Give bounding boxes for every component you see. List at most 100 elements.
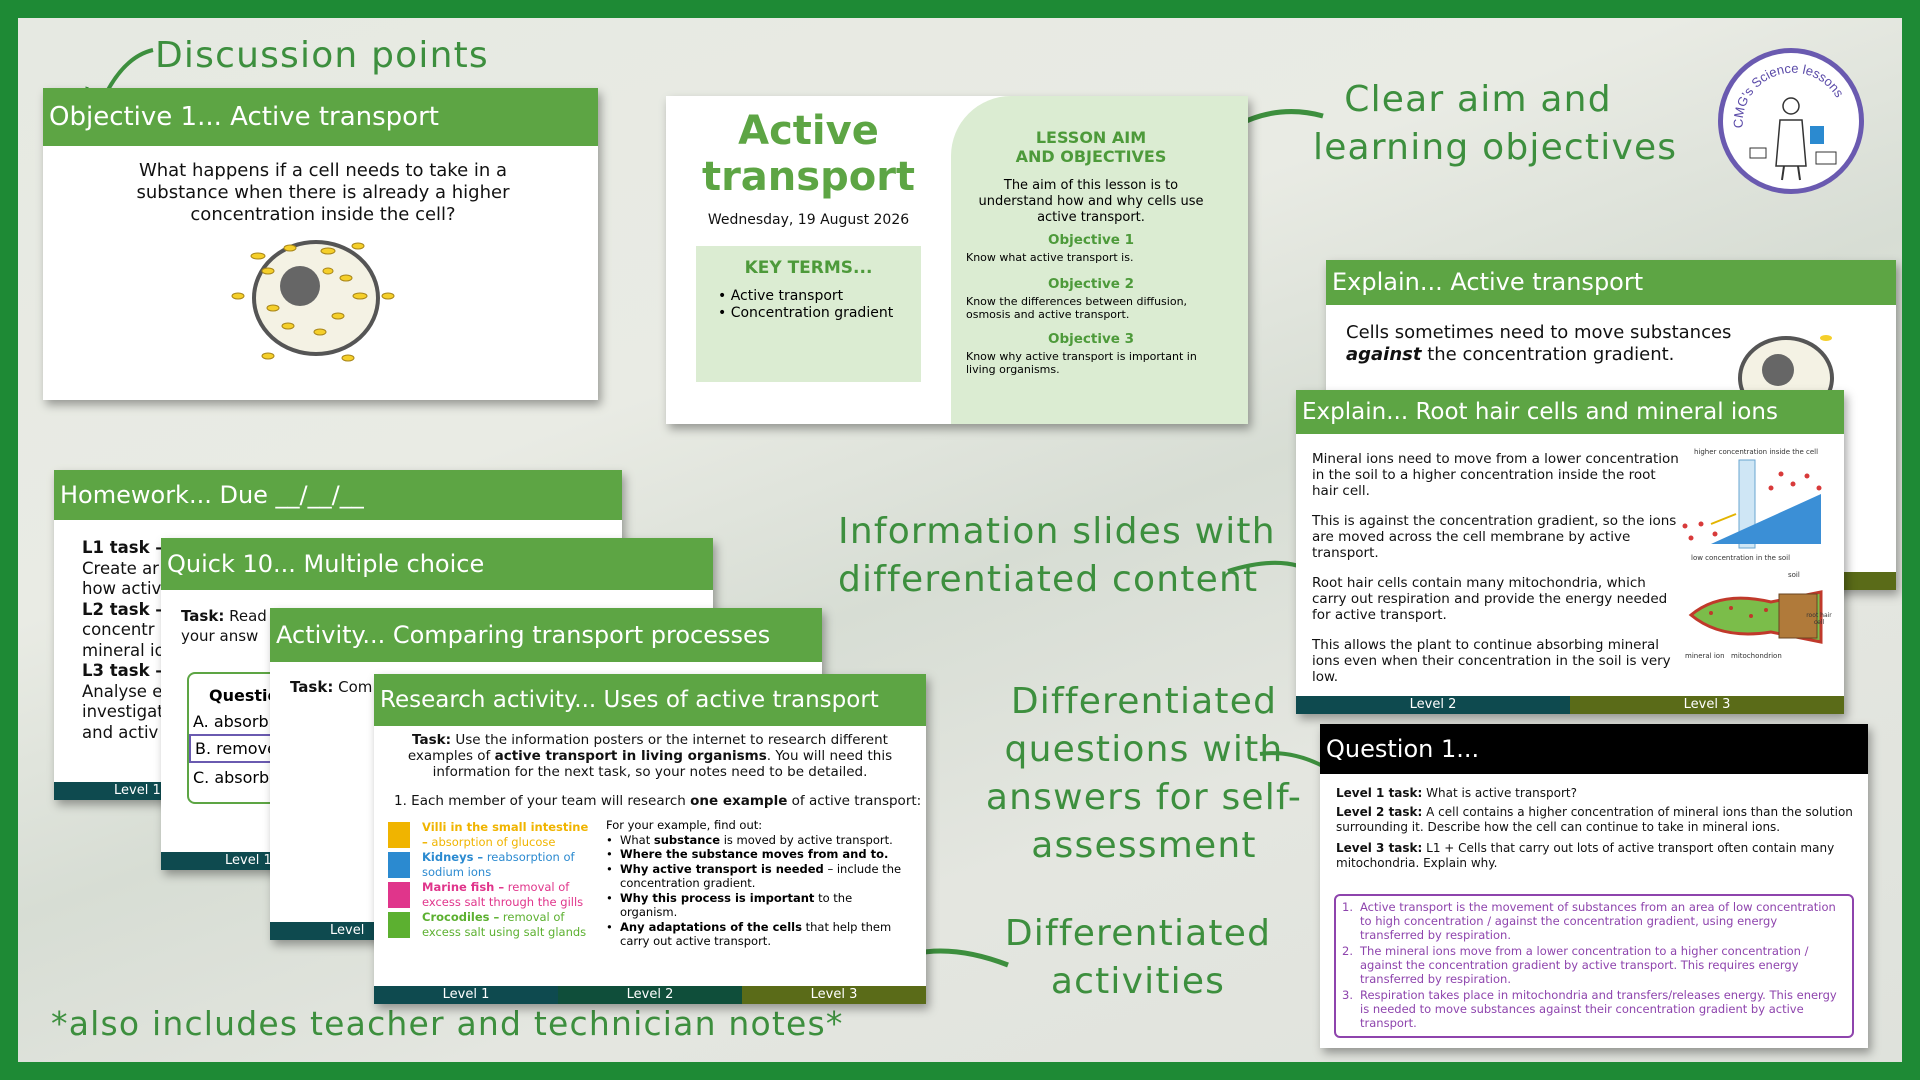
callout-discussion-points: Discussion points (155, 35, 489, 76)
research-task: Task: Use the information posters or the… (407, 732, 893, 780)
slide-question: Question 1... Level 1 task: What is acti… (1320, 724, 1868, 1048)
discussion-question: What happens if a cell needs to take in … (136, 160, 510, 225)
callout-information-slides: Information slides with differentiated co… (838, 508, 1275, 604)
question-tasks: Level 1 task: What is active transport? … (1336, 786, 1856, 871)
answer: 2.The mineral ions move from a lower con… (1342, 944, 1809, 986)
label-mito: mitochondrion (1731, 652, 1782, 660)
findout-item: •Why this process is important to the or… (606, 890, 853, 920)
findout-item: •What substance is moved by active trans… (606, 832, 893, 847)
question-level-2: Level 2 task: A cell contains a higher c… (1336, 805, 1853, 834)
paragraph: This is against the concentration gradie… (1312, 513, 1677, 561)
label-ion: mineral ion (1685, 652, 1725, 660)
callout-line: activities (1050, 961, 1226, 1002)
paragraph: Mineral ions need to move from a lower c… (1312, 451, 1679, 499)
slide-objective: Objective 1... Active transport What hap… (43, 88, 598, 400)
slide-title: Activity... Comparing transport processe… (270, 608, 822, 662)
key-terms-heading: KEY TERMS... (744, 258, 873, 278)
collage-background: Discussion points Clear aim and learning … (18, 18, 1902, 1062)
slide-root-hair: Explain... Root hair cells and mineral i… (1296, 390, 1844, 714)
findout-item: •Where the substance moves from and to. (606, 847, 889, 861)
answer: 1.Active transport is the movement of su… (1342, 900, 1836, 942)
research-instruction: 1. Each member of your team will researc… (394, 793, 922, 809)
root-hair-text: Mineral ions need to move from a lower c… (1312, 451, 1682, 685)
label-root: root hair cell (1806, 612, 1832, 626)
answer: 3.Respiration takes place in mitochondri… (1342, 988, 1837, 1030)
slide-title: Explain... Root hair cells and mineral i… (1296, 390, 1844, 434)
answers-box: 1.Active transport is the movement of su… (1334, 894, 1854, 1038)
findout-item: •Any adaptations of the cells that help … (606, 919, 892, 949)
option-a[interactable]: A. absorb (193, 712, 269, 731)
slide-title: Homework... Due __/__/__ (54, 470, 622, 520)
paragraph: This allows the plant to continue absorb… (1312, 637, 1671, 685)
question-level-3: Level 3 task: L1 + Cells that carry out … (1336, 841, 1835, 870)
level-2-bar: Level 2 (1296, 696, 1570, 714)
example-marine-fish: Marine fish – removal of excess salt thr… (422, 880, 584, 909)
callout-line: questions with (1004, 729, 1284, 770)
membrane-diagram (1682, 459, 1822, 549)
objective-text: Know why active transport is important i… (966, 350, 1197, 376)
objective-heading: Objective 3 (1047, 331, 1135, 347)
findout-item: •Why active transport is needed – includ… (606, 861, 902, 891)
scientist-icon: CMG's Science lessons (1731, 61, 1847, 181)
callout-line: Differentiated (1004, 913, 1272, 954)
slide-title: Question 1... (1320, 724, 1868, 774)
slide-title: Quick 10... Multiple choice (161, 538, 713, 590)
example-kidneys: Kidneys – reabsorption of sodium ions (422, 850, 575, 879)
question-level-1: Level 1 task: What is active transport? (1336, 786, 1577, 800)
callout-line: Clear aim and (1344, 79, 1612, 120)
key-terms-list: • Active transport • Concentration gradi… (718, 288, 921, 322)
paragraph: Root hair cells contain many mitochondri… (1312, 575, 1668, 623)
key-term: • Active transport (718, 288, 844, 304)
animal-cell-icon (231, 240, 395, 362)
key-term: • Concentration gradient (718, 305, 894, 321)
callout-line: Differentiated (1010, 681, 1278, 722)
callout-line: Information slides with (838, 511, 1276, 552)
question-card: Questio A. absorb B. remove C. absorb (187, 672, 357, 804)
callout-line: differentiated content (838, 559, 1259, 600)
example-crocodiles: Crocodiles – removal of excess salt usin… (422, 910, 587, 939)
objectives-list: Objective 1 Know what active transport i… (966, 232, 1216, 376)
callout-line: answers for self- (985, 777, 1303, 818)
slide-title: Objective 1... Active transport (43, 88, 598, 146)
footer-note: *also includes teacher and technician no… (51, 1004, 844, 1043)
level-2-bar: Level 2 (558, 986, 742, 1004)
activity-task: Task: Com (290, 678, 373, 696)
aim-panel (951, 96, 1248, 424)
example-villi: Villi in the small intestine – absorptio… (422, 820, 589, 849)
option-c[interactable]: C. absorb (193, 768, 270, 787)
question-heading: Questio (209, 686, 279, 705)
key-terms-box: KEY TERMS... • Active transport • Concen… (696, 246, 921, 382)
findout-list: For your example, find out: •What substa… (606, 818, 911, 949)
callout-line: learning objectives (1313, 127, 1678, 168)
slide-title: Explain... Active transport (1326, 260, 1896, 305)
label-low: low concentration in the soil (1691, 554, 1791, 562)
callout-clear-aim: Clear aim and learning objectives (1313, 76, 1676, 172)
heading-line: Active (738, 108, 879, 154)
level-3-bar: Level 3 (742, 986, 926, 1004)
label-high: higher concentration inside the cell (1693, 448, 1819, 456)
level-3-bar: Level 3 (1570, 696, 1844, 714)
slide-title: Research activity... Uses of active tran… (374, 674, 926, 726)
objective-heading: Objective 1 (1047, 232, 1135, 248)
root-hair-cell-diagram (1688, 590, 1823, 644)
cmg-logo: CMG's Science lessons (1718, 48, 1864, 194)
objective-heading: Objective 2 (1047, 276, 1135, 292)
aim-text: The aim of this lesson is to understand … (978, 178, 1204, 225)
lesson-date: Wednesday, 19 August 2026 (707, 212, 910, 228)
callout-line: assessment (1031, 825, 1257, 866)
objective-text: Know the differences between diffusion, … (966, 295, 1188, 321)
findout-heading: For your example, find out: (606, 818, 763, 832)
heading-line: transport (701, 154, 916, 200)
level-1-bar: Level 1 (374, 986, 558, 1004)
jigsaw-icon (388, 822, 410, 938)
callout-differentiated-questions: Differentiated questions with answers for … (974, 678, 1314, 870)
callout-differentiated-activities: Differentiated activities (988, 910, 1288, 1006)
objective-text: Know what active transport is. (966, 251, 1134, 264)
label-soil: soil (1788, 571, 1800, 579)
